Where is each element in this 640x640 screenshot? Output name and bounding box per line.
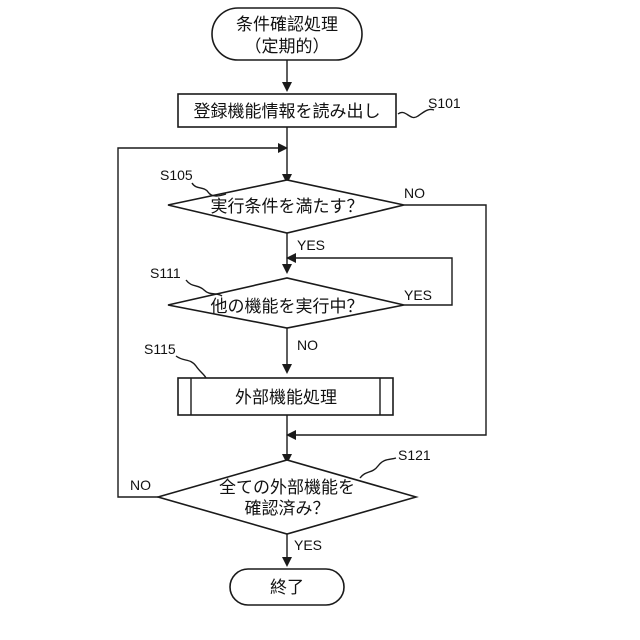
decision-other-running-label: 他の機能を実行中？ <box>211 297 364 317</box>
step-label-s115: S115 <box>144 341 176 357</box>
step-label-s121: S121 <box>398 447 431 463</box>
edge-label-yes: YES <box>294 537 322 553</box>
edge-label-no: NO <box>297 337 318 353</box>
edge-label-yes: YES <box>404 287 432 303</box>
predefined-process-external-label: 外部機能処理 <box>235 388 337 408</box>
process-read-info: 登録機能情報を読み出し S101 <box>178 94 461 127</box>
end-terminal: 終了 <box>230 569 344 605</box>
step-leader <box>360 458 396 478</box>
end-label: 終了 <box>270 578 304 598</box>
step-leader <box>176 356 206 378</box>
decision-exec-condition-label: 実行条件を満たす？ <box>211 197 364 217</box>
edge-label-no: NO <box>404 185 425 201</box>
decision-exec-condition: 実行条件を満たす？ S105 YES NO <box>160 167 425 253</box>
process-read-info-label: 登録機能情報を読み出し <box>194 102 381 122</box>
start-line-1: 条件確認処理 <box>236 15 338 35</box>
edge-label-no: NO <box>130 477 151 493</box>
decision-all-confirmed-line-2: 確認済み？ <box>245 499 330 519</box>
decision-all-confirmed: 全ての外部機能を 確認済み？ S121 NO YES <box>130 447 431 553</box>
start-terminal: 条件確認処理 （定期的） <box>212 8 362 60</box>
decision-other-running: 他の機能を実行中？ S111 YES NO <box>150 265 432 353</box>
step-label-s111: S111 <box>150 265 181 281</box>
edge-label-yes: YES <box>297 237 325 253</box>
arrowhead-down <box>282 364 292 374</box>
step-leader <box>186 280 222 296</box>
arrowhead-down <box>282 264 292 274</box>
arrowhead-down <box>282 82 292 92</box>
predefined-process-external: 外部機能処理 S115 <box>144 341 393 415</box>
arrowhead-down <box>282 557 292 567</box>
decision-all-confirmed-line-1: 全ての外部機能を <box>219 478 355 498</box>
start-line-2: （定期的） <box>245 37 330 57</box>
step-label-s101: S101 <box>428 95 461 111</box>
step-label-s105: S105 <box>160 167 193 183</box>
